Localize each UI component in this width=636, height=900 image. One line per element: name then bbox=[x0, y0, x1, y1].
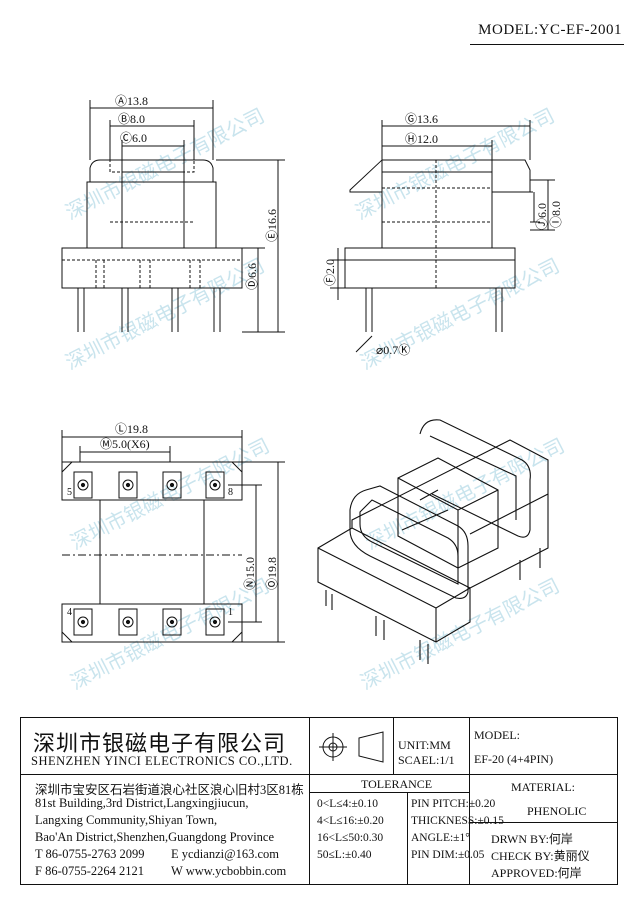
dim-m: Ⓜ5.0(X6) bbox=[100, 437, 150, 451]
pin-label-4: 4 bbox=[67, 607, 72, 618]
side-view bbox=[330, 120, 555, 353]
dim-k: ⌀0.7Ⓚ bbox=[376, 343, 410, 357]
dim-h: Ⓗ12.0 bbox=[405, 132, 438, 146]
dim-g: Ⓖ13.6 bbox=[405, 112, 438, 126]
dim-f: Ⓕ2.0 bbox=[323, 259, 337, 286]
approved-by: APPROVED:何岸 bbox=[491, 866, 582, 880]
model-label: MODEL: bbox=[474, 728, 520, 742]
dim-j: Ⓙ6.0 bbox=[535, 203, 549, 230]
address-cn: 深圳市宝安区石岩街道浪心社区浪心旧村3区81栋 bbox=[35, 783, 304, 797]
dim-n: Ⓝ15.0 bbox=[243, 557, 257, 590]
tolerance-2: 16<L≤50:0.30 bbox=[317, 832, 384, 844]
dim-l: Ⓛ19.8 bbox=[115, 422, 148, 436]
isometric-view bbox=[317, 419, 549, 664]
dim-a: Ⓐ13.8 bbox=[115, 94, 148, 108]
model-code: MODEL:YC-EF-2001 bbox=[478, 22, 622, 38]
company-name-cn: 深圳市银磁电子有限公司 bbox=[33, 732, 287, 757]
drawn-by: DRWN BY:何岸 bbox=[491, 832, 573, 846]
dim-i: Ⓘ8.0 bbox=[549, 201, 563, 228]
tolerance-0: 0<L≤4:±0.10 bbox=[317, 798, 378, 810]
tolerance-thickness: THICKNESS:±0.15 bbox=[411, 815, 504, 827]
company-name-en: SHENZHEN YINCI ELECTRONICS CO.,LTD. bbox=[31, 754, 293, 768]
checked-by: CHECK BY:黄丽仪 bbox=[491, 849, 590, 863]
tolerance-label: TOLERANCE bbox=[361, 777, 433, 791]
pin-label-1: 1 bbox=[228, 607, 233, 618]
website: W www.ycbobbin.com bbox=[171, 864, 287, 878]
tolerance-pin-dim: PIN DIM:±0.05 bbox=[411, 849, 485, 861]
material-label: MATERIAL: bbox=[511, 780, 575, 794]
tolerance-angle: ANGLE:±1° bbox=[411, 832, 470, 844]
front-view bbox=[61, 100, 285, 333]
telephone: T 86-0755-2763 2099 bbox=[35, 847, 145, 861]
tolerance-3: 50≤L:±0.40 bbox=[317, 849, 372, 861]
material-value: PHENOLIC bbox=[527, 804, 587, 818]
pin-label-5: 5 bbox=[67, 487, 72, 498]
model-underline bbox=[470, 44, 624, 45]
bottom-view bbox=[61, 430, 285, 643]
email: E ycdianzi@163.com bbox=[171, 847, 280, 861]
address-en-3: Bao'An District,Shenzhen,Guangdong Provi… bbox=[35, 830, 275, 844]
tolerance-pin-pitch: PIN PITCH:±0.20 bbox=[411, 798, 496, 810]
projection-symbol-icon bbox=[319, 731, 384, 763]
address-en-1: 81st Building,3rd District,Langxingjiucu… bbox=[35, 796, 249, 810]
dim-b: Ⓑ8.0 bbox=[118, 112, 145, 126]
dim-o: Ⓞ19.8 bbox=[265, 557, 279, 590]
fax: F 86-0755-2264 2121 bbox=[35, 864, 145, 878]
technical-drawing: 深圳市银磁电子有限公司 深圳市银磁电子有限公司 深圳市银磁电子有限公司 深圳市银… bbox=[61, 94, 568, 694]
watermark-7: 深圳市银磁电子有限公司 bbox=[361, 433, 568, 554]
watermark-3: 深圳市银磁电子有限公司 bbox=[61, 253, 268, 374]
tolerance-1: 4<L≤16:±0.20 bbox=[317, 815, 384, 827]
title-block: 深圳市银磁电子有限公司 SHENZHEN YINCI ELECTRONICS C… bbox=[20, 717, 618, 885]
unit: UNIT:MM bbox=[398, 738, 451, 752]
dim-e: Ⓔ16.6 bbox=[265, 209, 279, 242]
scale: SCAEL:1/1 bbox=[398, 753, 455, 767]
pin-label-8: 8 bbox=[228, 487, 233, 498]
dim-c: Ⓒ6.0 bbox=[120, 131, 147, 145]
dim-d: Ⓓ6.6 bbox=[245, 263, 259, 290]
watermark-8: 深圳市银磁电子有限公司 bbox=[356, 573, 563, 694]
model-value: EF-20 (4+4PIN) bbox=[474, 752, 554, 766]
address-en-2: Langxing Community,Shiyan Town, bbox=[35, 813, 218, 827]
